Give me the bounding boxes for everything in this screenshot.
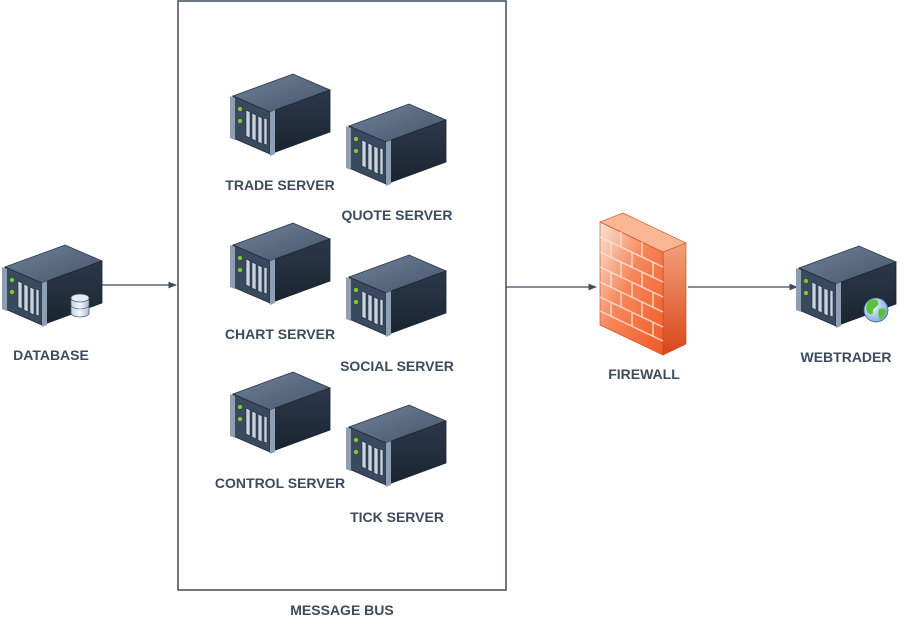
quote-server-label: QUOTE SERVER [342,207,453,223]
chart-server-label: CHART SERVER [225,326,335,342]
brick-firewall-icon [599,212,687,356]
server-icon [229,222,331,306]
control-server-node[interactable]: CONTROL SERVER [215,371,345,491]
chart-server-node[interactable]: CHART SERVER [225,222,335,342]
social-server-node[interactable]: SOCIAL SERVER [340,254,454,374]
message-bus-label: MESSAGE BUS [290,602,393,618]
trade-server-label: TRADE SERVER [225,177,334,193]
database-cylinder-icon [70,293,90,318]
database-label: DATABASE [13,347,89,363]
quote-server-node[interactable]: QUOTE SERVER [342,103,453,223]
firewall-node[interactable]: FIREWALL [599,212,687,382]
server-icon [229,371,331,455]
trade-server-node[interactable]: TRADE SERVER [225,73,335,193]
server-icon [345,404,447,488]
globe-icon [863,297,889,323]
webtrader-node[interactable]: WEBTRADER [795,245,897,365]
server-icon [345,254,447,338]
social-server-label: SOCIAL SERVER [340,358,454,374]
control-server-label: CONTROL SERVER [215,475,345,491]
tick-server-node[interactable]: TICK SERVER [345,404,447,525]
message-bus-container [177,0,507,591]
server-icon [345,103,447,187]
server-icon [229,73,331,157]
tick-server-label: TICK SERVER [350,509,444,525]
database-node[interactable]: DATABASE [1,244,103,363]
firewall-label: FIREWALL [608,366,680,382]
webtrader-label: WEBTRADER [801,349,892,365]
